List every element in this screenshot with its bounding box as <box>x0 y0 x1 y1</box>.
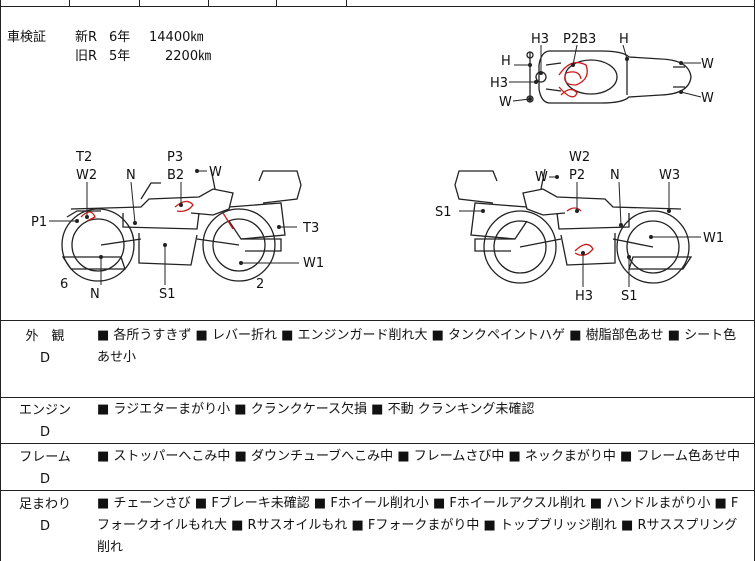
section-grade: D <box>39 351 50 366</box>
diagram-label: H3 <box>490 76 508 91</box>
diagram-label: W2 <box>76 168 97 183</box>
diagram-label: S1 <box>159 287 176 302</box>
diagram-label: H3 <box>531 32 549 47</box>
diagram-label: 6 <box>60 277 68 292</box>
shaken-period: 6年 <box>109 30 131 45</box>
section-notes: ■ チェーンさび ■ Fブレーキ未確認 ■ Fホイール削れ小 ■ Fホイールアク… <box>97 496 739 555</box>
section-grade: D <box>39 472 50 487</box>
section-category: フレーム <box>19 450 71 465</box>
strip-divider <box>69 0 70 6</box>
strip-divider <box>139 0 140 6</box>
section-exterior: 外 観 D ■ 各所うすきず ■ レバー折れ ■ エンジンガード削れ大 ■ タン… <box>1 321 754 398</box>
top-view-labels: H3 P2B3 H H W H3 W W W <box>490 32 714 110</box>
section-label: フレーム D <box>1 448 89 489</box>
diagram-label: 2 <box>256 277 264 292</box>
diagram-label: W <box>701 91 714 106</box>
shaken-row-new: 新R 6年 14400㎞ <box>75 29 203 47</box>
shaken-row-old: 旧R 5年 2200㎞ <box>75 48 211 66</box>
shaken-kind: 旧R <box>75 49 98 64</box>
diagram-label: T2 <box>75 150 92 165</box>
strip-divider <box>346 0 347 6</box>
shaken-distance: 14400㎞ <box>149 30 204 45</box>
diagram-label: W <box>701 57 714 72</box>
diagram-label: H <box>501 54 511 69</box>
right-view-labels: W2 W P2 N W3 S1 W1 H3 S1 <box>435 150 724 304</box>
right-view-dots <box>481 175 671 259</box>
top-view-dots <box>528 57 683 101</box>
section-category: 外 観 <box>25 329 65 344</box>
section-chassis: 足まわり D ■ チェーンさび ■ Fブレーキ未確認 ■ Fホイール削れ小 ■ … <box>1 491 754 561</box>
section-notes: ■ 各所うすきず ■ レバー折れ ■ エンジンガード削れ大 ■ タンクペイントハ… <box>97 328 737 365</box>
diagram-label: P3 <box>167 150 183 165</box>
section-grade: D <box>39 519 50 534</box>
top-view-bike <box>526 50 692 104</box>
section-category: エンジン <box>18 403 71 418</box>
right-view-damage-marks <box>566 207 594 256</box>
left-view-labels: T2 W2 P3 B2 W N P1 T3 W1 6 N S1 2 <box>31 150 324 302</box>
damage-diagram-panel: 車検証 新R 6年 14400㎞ 旧R 5年 2200㎞ <box>1 7 754 321</box>
shaken-distance: 2200㎞ <box>165 49 212 64</box>
section-category: 足まわり <box>18 497 71 512</box>
left-view-dots <box>75 169 281 265</box>
section-label: エンジン D <box>1 401 89 442</box>
right-view-bike <box>454 168 693 284</box>
top-view-damage-marks <box>558 61 588 98</box>
diagram-label: N <box>126 168 136 183</box>
diagram-label: W1 <box>703 231 724 246</box>
diagram-label: W1 <box>303 256 324 271</box>
diagram-label: N <box>90 287 100 302</box>
diagram-label: P1 <box>31 215 47 230</box>
section-label: 足まわり D <box>1 495 89 536</box>
section-frame: フレーム D ■ ストッパーへこみ中 ■ ダウンチューブへこみ中 ■ フレームさ… <box>1 444 754 491</box>
diagram-label: W <box>499 95 512 110</box>
diagram-label: T3 <box>302 221 319 236</box>
diagram-label: P2 <box>569 168 585 183</box>
diagram-label: S1 <box>435 205 452 220</box>
strip-divider <box>276 0 277 6</box>
top-table-strip <box>1 0 754 7</box>
diagram-label: S1 <box>621 289 638 304</box>
section-engine: エンジン D ■ ラジエターまがり小 ■ クランクケース欠損 ■ 不動 クランキ… <box>1 398 754 444</box>
diagram-label: P2B3 <box>563 32 596 47</box>
section-grade: D <box>39 425 50 440</box>
diagram-label: B2 <box>167 168 184 183</box>
section-label: 外 観 D <box>1 327 89 368</box>
diagram-label: W <box>535 170 548 185</box>
left-view-leaders <box>49 170 299 285</box>
shaken-period: 5年 <box>109 49 131 64</box>
shaken-kind: 新R <box>75 30 98 45</box>
diagram-label: W2 <box>569 150 590 165</box>
motorcycle-diagram: H3 P2B3 H H W H3 W W W <box>31 32 724 304</box>
diagram-label: H <box>619 32 629 47</box>
diagram-label: W3 <box>659 168 680 183</box>
section-notes: ■ ストッパーへこみ中 ■ ダウンチューブへこみ中 ■ フレームさび中 ■ ネッ… <box>97 449 741 464</box>
shaken-label: 車検証 <box>7 30 47 45</box>
diagram-label: H3 <box>575 289 593 304</box>
top-view-leaders <box>509 44 702 102</box>
diagram-label: W <box>209 165 222 180</box>
strip-divider <box>208 0 209 6</box>
diagram-label: N <box>610 168 620 183</box>
section-notes: ■ ラジエターまがり小 ■ クランクケース欠損 ■ 不動 クランキング未確認 <box>97 402 535 417</box>
